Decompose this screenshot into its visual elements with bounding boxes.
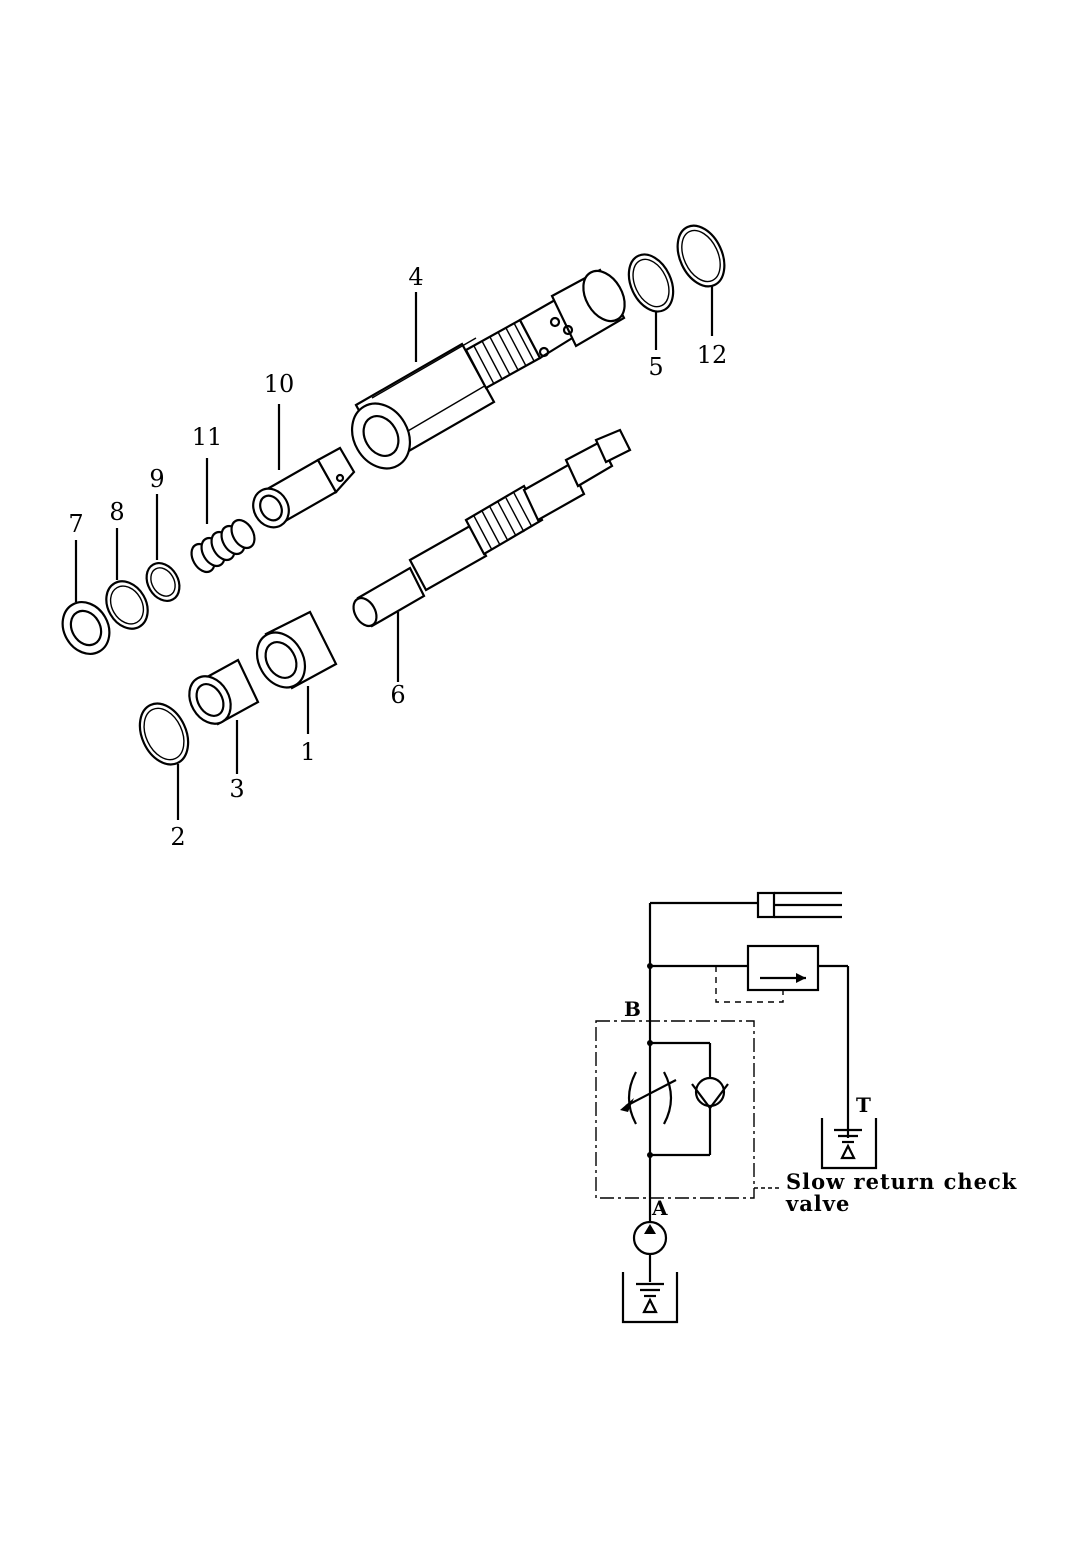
- label-part-11: 11: [192, 423, 223, 451]
- label-part-1: 1: [300, 738, 315, 766]
- check-valve-enclosure: [596, 1021, 754, 1198]
- label-part-10: 10: [264, 370, 295, 398]
- part-7-seal-ring: [53, 540, 118, 662]
- part-9-snap-ring: [140, 494, 186, 607]
- part-10-poppet: [246, 404, 354, 534]
- part-1-sleeve: [247, 612, 336, 734]
- part-11-spring: [187, 458, 259, 576]
- exploded-view: 1 2 3 4 5 6 7 8 9 10 11 12: [53, 218, 733, 851]
- hydraulic-circuit: T B A: [596, 893, 1017, 1322]
- label-part-12: 12: [697, 341, 728, 369]
- part-2-snap-ring: [131, 696, 198, 820]
- tank-t-symbol: [822, 1118, 876, 1168]
- throttle-symbol: [620, 1072, 676, 1124]
- label-part-5: 5: [648, 353, 663, 381]
- port-t-label: T: [856, 1093, 871, 1117]
- check-valve-symbol: [647, 1040, 728, 1158]
- label-part-6: 6: [390, 681, 405, 709]
- part-12-o-ring: [668, 218, 733, 336]
- label-part-4: 4: [408, 263, 423, 291]
- relief-valve-symbol: [647, 946, 848, 1124]
- label-part-7: 7: [68, 510, 83, 538]
- cylinder-symbol: [650, 893, 842, 917]
- pump-symbol: [634, 1222, 666, 1282]
- label-part-2: 2: [170, 823, 185, 851]
- port-b-label: B: [624, 997, 641, 1021]
- label-part-3: 3: [229, 775, 244, 803]
- port-a-label: A: [651, 1196, 668, 1220]
- part-3-bushing: [181, 660, 258, 774]
- part-5-o-ring: [620, 247, 682, 350]
- caption-line-2: valve: [785, 1191, 850, 1216]
- label-part-8: 8: [109, 498, 124, 526]
- label-part-9: 9: [149, 465, 164, 493]
